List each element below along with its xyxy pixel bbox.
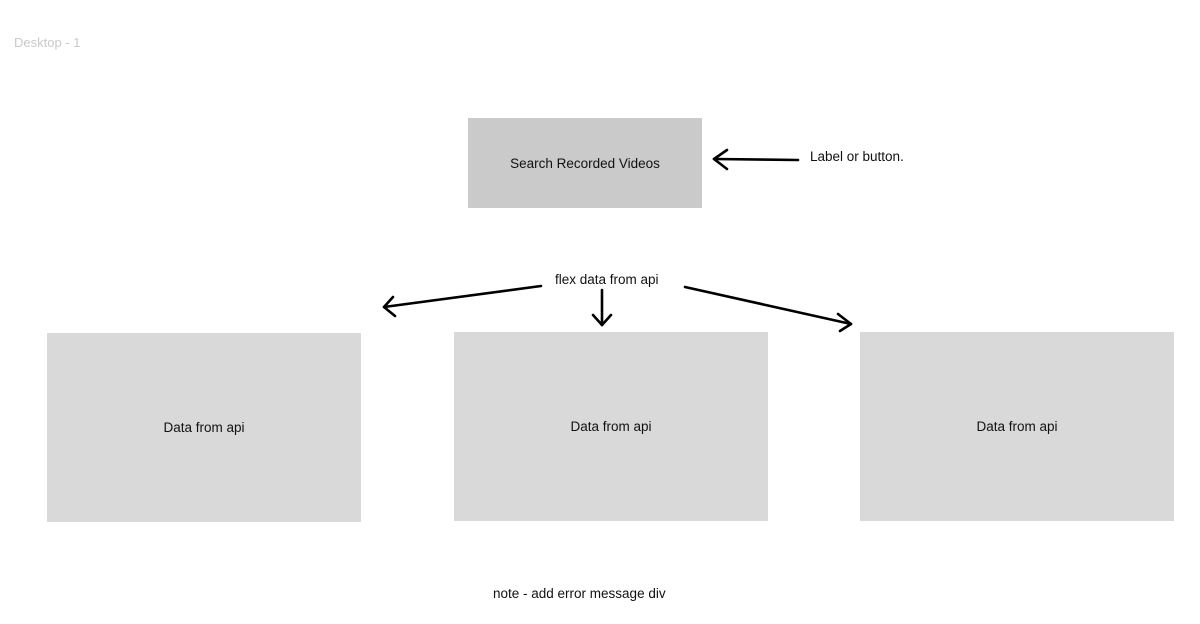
data-card-3: Data from api (860, 332, 1174, 521)
flex-data-note: flex data from api (555, 272, 659, 287)
frame-title[interactable]: Desktop - 1 (14, 35, 81, 50)
label-or-button-note: Label or button. (810, 149, 904, 164)
data-card-2: Data from api (454, 332, 768, 521)
arrow-down-right-icon (683, 285, 853, 333)
data-card-1: Data from api (47, 333, 361, 522)
search-button-label: Search Recorded Videos (510, 155, 660, 171)
data-card-label: Data from api (570, 419, 652, 434)
arrow-down-icon (591, 288, 613, 327)
data-card-label: Data from api (976, 419, 1058, 434)
search-recorded-videos-button[interactable]: Search Recorded Videos (468, 118, 702, 208)
error-message-note: note - add error message div (493, 586, 666, 601)
arrow-down-left-icon (382, 284, 543, 318)
data-card-label: Data from api (163, 420, 245, 435)
arrow-left-icon (712, 148, 800, 171)
